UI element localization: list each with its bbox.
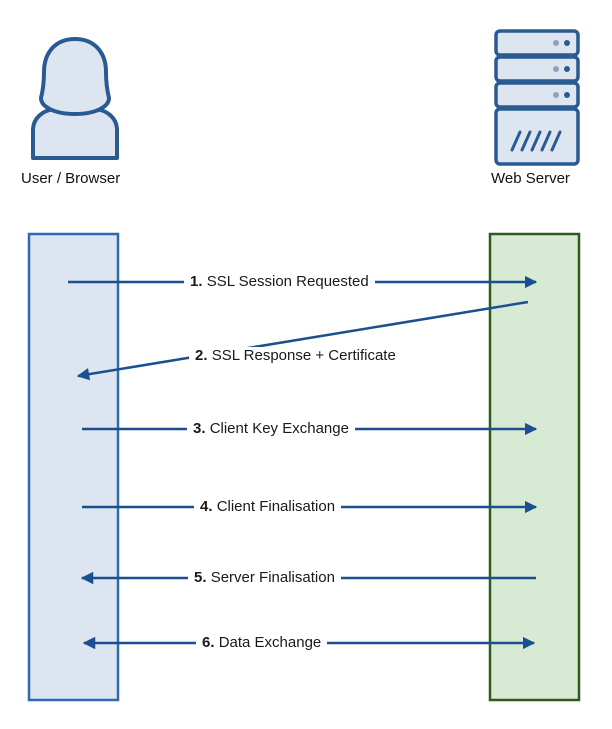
message-label-2: 2. SSL Response + Certificate [189, 347, 402, 365]
message-arrow-2 [76, 300, 529, 381]
server-icon [494, 29, 580, 166]
message-number: 5. [194, 569, 207, 586]
message-label-6: 6. Data Exchange [196, 634, 328, 652]
user-icon [31, 37, 119, 160]
message-number: 1. [190, 273, 203, 290]
client-label: User / Browser [21, 170, 121, 187]
message-number: 3. [193, 420, 206, 437]
server-lifeline [488, 232, 581, 702]
message-text: Server Finalisation [210, 569, 335, 586]
message-text: SSL Response + Certificate [211, 347, 396, 364]
message-text: SSL Session Requested [206, 273, 369, 290]
message-label-3: 3. Client Key Exchange [187, 420, 355, 438]
client-lifeline [27, 232, 120, 702]
message-label-1: 1. SSL Session Requested [184, 273, 375, 291]
message-label-4: 4. Client Finalisation [194, 498, 342, 516]
message-label-5: 5. Server Finalisation [188, 569, 341, 587]
message-text: Data Exchange [218, 634, 322, 651]
message-text: Client Key Exchange [209, 420, 349, 437]
message-number: 2. [195, 347, 208, 364]
message-number: 6. [202, 634, 215, 651]
message-number: 4. [200, 498, 213, 515]
server-label: Web Server [491, 170, 570, 187]
message-text: Client Finalisation [216, 498, 336, 515]
